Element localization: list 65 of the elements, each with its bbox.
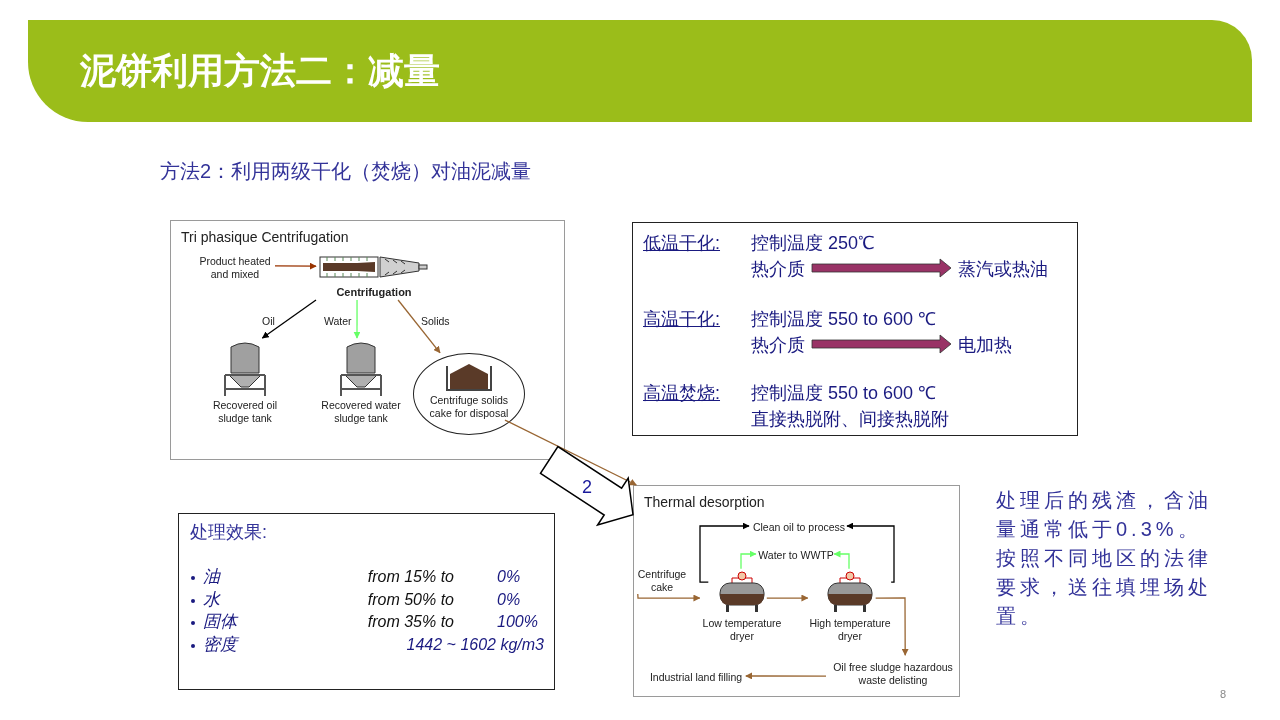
row-range: from 35% to [367, 612, 454, 632]
results-heading: 处理效果: [190, 521, 267, 544]
block-arrow [539, 445, 634, 527]
info-text: 控制温度 550 to 600 ℃ [751, 308, 937, 331]
equipment-label: Centrifugation [335, 285, 413, 300]
info-text: 热介质 [751, 257, 807, 281]
arrow [875, 597, 909, 656]
equipment-label: High temperature dryer [808, 617, 892, 643]
info-text: 控制温度 250℃ [751, 232, 876, 255]
subtitle: 方法2：利用两级干化（焚烧）对油泥减量 [160, 159, 532, 184]
row-result: 0% [497, 589, 521, 610]
page-number: 8 [1220, 687, 1227, 702]
panel-title: Thermal desorption [644, 493, 765, 512]
equipment-label: Low temperature dryer [701, 617, 783, 643]
arrow [353, 299, 361, 339]
row-name: 油 [203, 566, 220, 588]
equipment-label: Recovered oil sludge tank [211, 399, 279, 425]
flow-label: Oil free sludge hazardous waste delisting [827, 655, 959, 693]
results-box [178, 513, 555, 690]
flow-label: Water to WWTP [756, 547, 836, 563]
method-heading: 高温焚烧: [643, 382, 720, 405]
arrow [397, 299, 441, 354]
panel-title: Tri phasique Centrifugation [181, 228, 349, 247]
edge-label: Water [324, 314, 352, 329]
arrow [740, 550, 757, 570]
equipment-label: Centrifuge solids cake for disposal [428, 394, 510, 420]
equipment-label: Recovered water sludge tank [320, 399, 402, 425]
flow-label: Product heated and mixed [194, 254, 276, 282]
info-text: 直接热脱附、间接热脱附 [751, 408, 949, 431]
row-name: 密度 [203, 633, 237, 656]
arrow [699, 522, 750, 583]
info-text: 控制温度 550 to 600 ℃ [751, 382, 937, 405]
arrow [504, 419, 637, 486]
row-result: 0% [497, 567, 521, 587]
edge-label: 2 [582, 476, 592, 499]
info-text: 电加热 [958, 333, 1073, 357]
arrow [274, 262, 317, 270]
arrow [766, 594, 809, 602]
edge-label: Solids [421, 314, 450, 329]
row-name: 水 [203, 588, 220, 611]
info-text: 热介质 [751, 333, 807, 357]
row-result: 100% [497, 612, 538, 632]
flow-label: Clean oil to process [749, 519, 849, 535]
row-name: 固体 [203, 611, 237, 633]
info-box [632, 222, 1078, 436]
arrow [833, 550, 850, 570]
row-range: from 15% to [367, 567, 454, 587]
method-heading: 高温干化: [643, 308, 720, 331]
page-title: 泥饼利用方法二：减量 [80, 50, 440, 93]
row-value: 1442 ~ 1602 kg/m3 [406, 634, 544, 655]
block-arrow [811, 334, 952, 354]
flow-label: Centrifuge cake [635, 567, 689, 595]
edge-label: Oil [262, 314, 275, 329]
process-panel [633, 485, 960, 697]
arrow [846, 522, 895, 583]
process-panel [170, 220, 565, 460]
note-text: 处理后的残渣，含油量通常低于0.3%。按照不同地区的法律要求，送往填埋场处置。 [996, 488, 1213, 629]
flow-label: Industrial land filling [643, 669, 749, 685]
arrow [261, 299, 317, 339]
arrow [745, 672, 827, 680]
arrow [637, 593, 701, 602]
method-heading: 低温干化: [643, 232, 720, 255]
block-arrow [811, 258, 952, 278]
info-text: 蒸汽或热油 [958, 257, 1073, 281]
row-range: from 50% to [367, 589, 454, 610]
